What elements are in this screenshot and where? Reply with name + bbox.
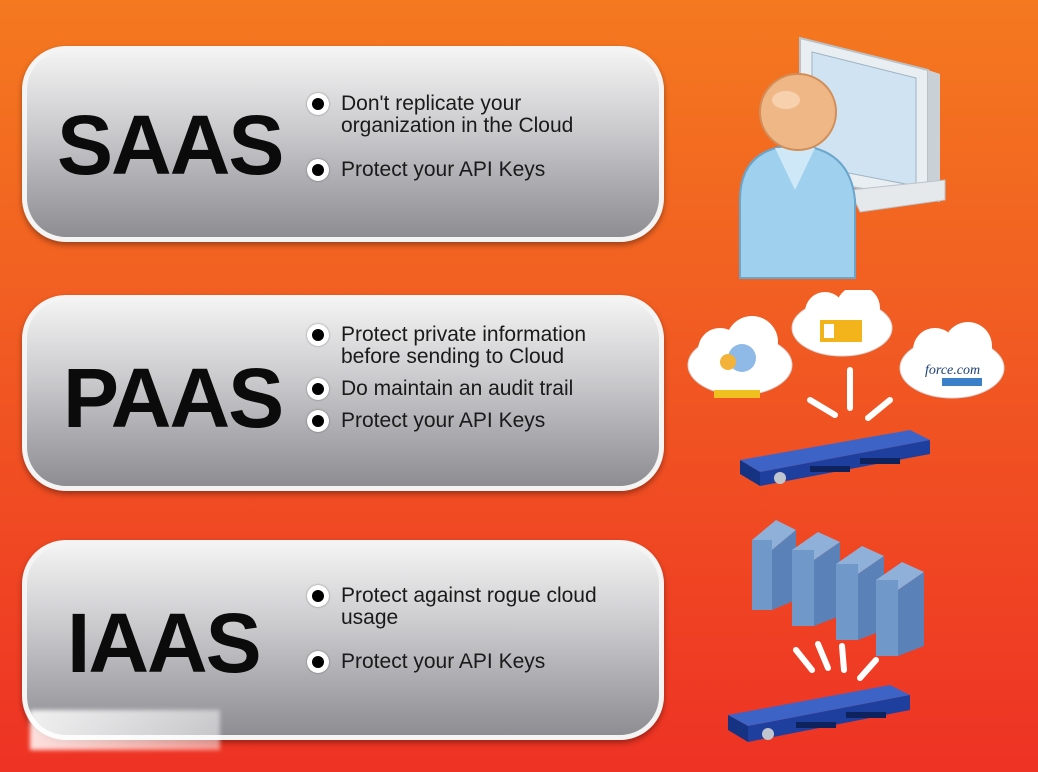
bullet-dot-icon	[307, 159, 329, 181]
bullet-item: Do maintain an audit trail	[307, 378, 611, 400]
cloud-icon: force.com	[899, 322, 1005, 399]
watermark-blur	[30, 710, 220, 750]
bullet-text: Protect your API Keys	[341, 409, 546, 432]
paas-label: PAAS	[63, 351, 284, 445]
iaas-bullet-list: Protect against rogue cloud usage Protec…	[307, 585, 659, 695]
cloud-logo-text: force.com	[925, 363, 980, 378]
bullet-text: Protect against rogue cloud usage	[341, 584, 597, 629]
bullet-item: Protect private information before sendi…	[307, 324, 611, 368]
iaas-panel: IAAS Protect against rogue cloud usage P…	[22, 540, 664, 740]
network-appliance-icon	[728, 685, 910, 742]
cloud-icon	[791, 290, 893, 357]
user-at-computer-icon	[739, 36, 946, 279]
bullet-text: Protect your API Keys	[341, 158, 546, 181]
bullet-text: Protect your API Keys	[341, 650, 546, 673]
bullet-dot-icon	[307, 585, 329, 607]
saas-panel: SAAS Don't replicate your organization i…	[22, 46, 664, 242]
bullet-text: Protect private information before sendi…	[341, 323, 587, 368]
servers-diagram	[728, 520, 924, 742]
bullet-dot-icon	[307, 410, 329, 432]
bullet-item: Protect your API Keys	[307, 410, 611, 432]
bullet-item: Protect your API Keys	[307, 159, 601, 181]
bullet-dot-icon	[307, 324, 329, 346]
cloud-icon	[687, 316, 793, 398]
bullet-dot-icon	[307, 378, 329, 400]
saas-bullet-list: Don't replicate your organization in the…	[307, 93, 601, 203]
bullet-item: Protect your API Keys	[307, 651, 659, 673]
network-appliance-icon	[740, 430, 930, 486]
paas-panel: PAAS Protect private information before …	[22, 295, 664, 491]
paas-bullet-list: Protect private information before sendi…	[307, 324, 611, 442]
bullet-dot-icon	[307, 651, 329, 673]
cloud-services-diagram: force.com	[687, 290, 1005, 486]
bullet-item: Protect against rogue cloud usage	[307, 585, 659, 629]
iaas-label: IAAS	[67, 596, 262, 690]
bullet-item: Don't replicate your organization in the…	[307, 93, 601, 137]
saas-label: SAAS	[57, 98, 284, 192]
bullet-text: Do maintain an audit trail	[341, 377, 574, 400]
bullet-dot-icon	[307, 93, 329, 115]
server-rack-icon	[792, 532, 840, 626]
bullet-text: Don't replicate your organization in the…	[341, 92, 574, 137]
server-rack-icon	[876, 562, 924, 656]
server-rack-icon	[752, 520, 796, 610]
